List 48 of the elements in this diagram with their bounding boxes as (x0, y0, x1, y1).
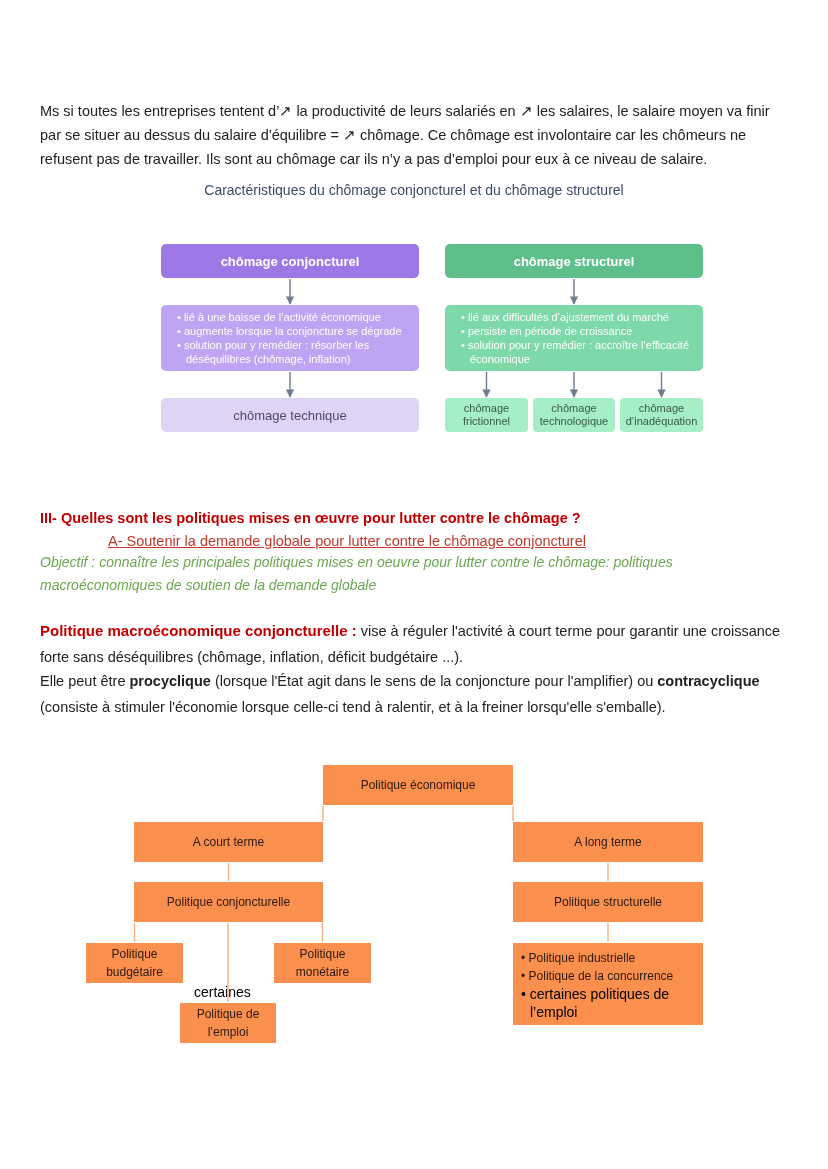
list-item: • augmente lorsque la conjoncture se dégrade (177, 324, 403, 338)
list-item: • Politique de la concurrence (521, 968, 675, 985)
org-chart-box: Politique de l’emploi (180, 1003, 276, 1043)
connector-line (133, 922, 136, 943)
section-heading: III- Quelles sont les politiques mises en œuvre pour lutter contre le chômage ? (40, 509, 582, 528)
org-chart-box: Politique économique (323, 765, 513, 805)
connector-line (607, 922, 609, 943)
org-chart-box: Politique structurelle (513, 882, 703, 922)
list-item: • lié à une baisse de l’activité économique (177, 310, 382, 324)
paragraph: Politique macroéconomique conjoncturelle : vise à réguler l'activité à court terme pour garantir une croissance forte sans déséquilibres (chômage, inflation, déficit budgétaire ...). (40, 621, 782, 667)
list-item: • Politique industrielle (521, 950, 637, 967)
objective-text: Objectif : connaître les principales politiques mises en oeuvre pour lutter contre le chômage: politiques macroéconomiques de soutien de la demande globale (40, 553, 674, 595)
paragraph: Ms si toutes les entreprises tentent d’↗ la productivité de leurs salariés en ↗ les salaires, le salaire moyen va finir par se situer au dessus du salaire d'équilibre = ↗ chômage. Ce chômage est involontaire car les chômeurs ne refusent pas de travailler. Ils sont au chômage car ils n’y a pas d’emploi pour eux à ce niveau de salaire. (40, 102, 771, 169)
arrow (285, 278, 295, 305)
connector-line (227, 862, 230, 882)
list-box (445, 305, 703, 371)
note-text: certaines (194, 983, 251, 1001)
category-box: chômage d’inadéquation (620, 398, 703, 432)
connector-line (321, 922, 324, 943)
connector-line (322, 805, 324, 822)
subheading: A- Soutenir la demande globale pour lutter contre le chômage conjoncturel (108, 532, 587, 551)
connector-line (607, 862, 609, 882)
arrow (569, 278, 579, 305)
list-item: • lié aux difficultés d’ajustement du marché (461, 310, 670, 324)
org-chart-box: Politique monétaire (274, 943, 371, 983)
diagram-caption: Caractéristiques du chômage conjoncturel et du chômage structurel (203, 181, 625, 200)
list-box (513, 943, 703, 1025)
arrow (569, 371, 579, 398)
category-box: chômage technique (161, 398, 419, 432)
arrow (285, 371, 295, 398)
list-item: • persiste en période de croissance (461, 324, 634, 338)
arrow (657, 371, 666, 398)
header-box: chômage conjoncturel (161, 244, 419, 278)
header-box: chômage structurel (445, 244, 703, 278)
org-chart-box: Politique budgétaire (86, 943, 183, 983)
paragraph: Elle peut être procyclique (lorsque l'État agit dans le sens de la conjoncture pour l'amplifier) ou contracyclique (consiste à stimuler l'économie lorsque celle-ci tend à ralentir, et à la freiner lorsqu'elle s'emballe). (40, 672, 761, 717)
list-box (161, 305, 419, 371)
list-item: • solution pour y remédier : accroître l’efficacité économique (461, 338, 691, 366)
connector-line (227, 922, 229, 1003)
list-item: • certaines politiques de l’emploi (521, 985, 671, 1021)
arrow (482, 371, 491, 398)
list-item: • solution pour y remédier : résorber les déséquilibres (chômage, inflation) (177, 338, 371, 366)
category-box: chômage frictionnel (445, 398, 528, 432)
org-chart-box: A court terme (134, 822, 323, 862)
connector-line (512, 805, 514, 822)
org-chart-box: Politique conjoncturelle (134, 882, 323, 922)
org-chart-box: A long terme (513, 822, 703, 862)
category-box: chômage technologique (533, 398, 615, 432)
